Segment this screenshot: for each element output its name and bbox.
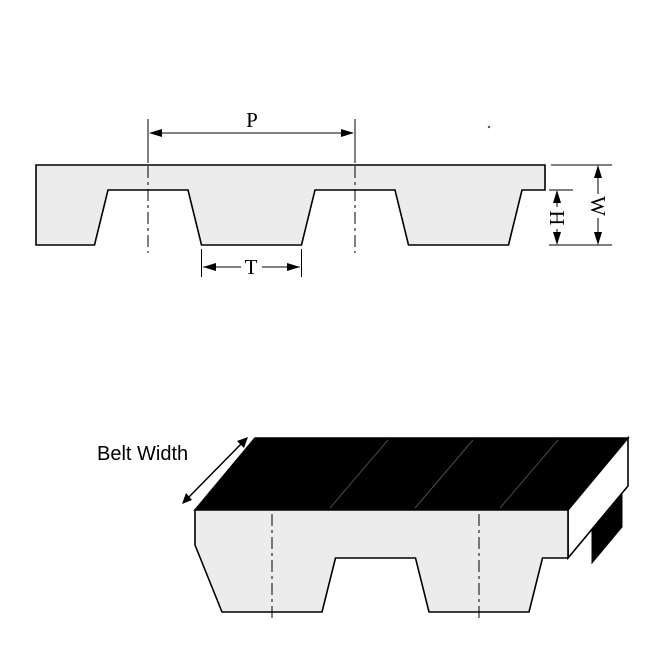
belt-width-annotation: Belt Width (97, 437, 248, 504)
tooth-height-label: H (545, 210, 569, 225)
belt-width-arrowhead-bottom (182, 493, 192, 504)
belt-width-label: Belt Width (97, 443, 188, 465)
p-arrowhead-right (341, 129, 354, 137)
h-arrowhead-top (553, 190, 561, 203)
belt-width-arrowhead-top (237, 437, 248, 448)
belt-thickness-label: W (586, 196, 610, 216)
tooth-height-dimension: H (545, 190, 569, 245)
w-arrowhead-top (594, 165, 602, 178)
top-seam-line-2 (414, 439, 474, 509)
belt-profile (35, 164, 546, 246)
stray-mark (487, 125, 491, 129)
t-arrowhead-right (287, 263, 300, 271)
t-label-mask (241, 256, 262, 278)
belt-width-arrow-line (185, 440, 245, 501)
t-arrowhead-left (203, 263, 216, 271)
p-arrowhead-left (149, 129, 162, 137)
perspective-view: Belt Width (97, 435, 630, 618)
end-tooth (591, 491, 623, 565)
w-label-mask (588, 194, 608, 218)
top-seam-line-1 (329, 439, 389, 509)
h-label-mask (548, 207, 566, 229)
cross-section-view: P T H W (35, 108, 612, 279)
h-arrowhead-bottom (553, 232, 561, 245)
pitch-dimension: P (147, 108, 356, 163)
tooth-width-dimension: T (201, 249, 302, 279)
belt-thickness-dimension: W (586, 165, 610, 245)
top-seam-line-3 (499, 439, 559, 509)
w-arrowhead-bottom (594, 232, 602, 245)
pitch-label: P (246, 108, 258, 132)
belt-front-face (194, 509, 569, 613)
tooth-width-label: T (245, 255, 258, 279)
belt-top-surface (193, 437, 630, 511)
